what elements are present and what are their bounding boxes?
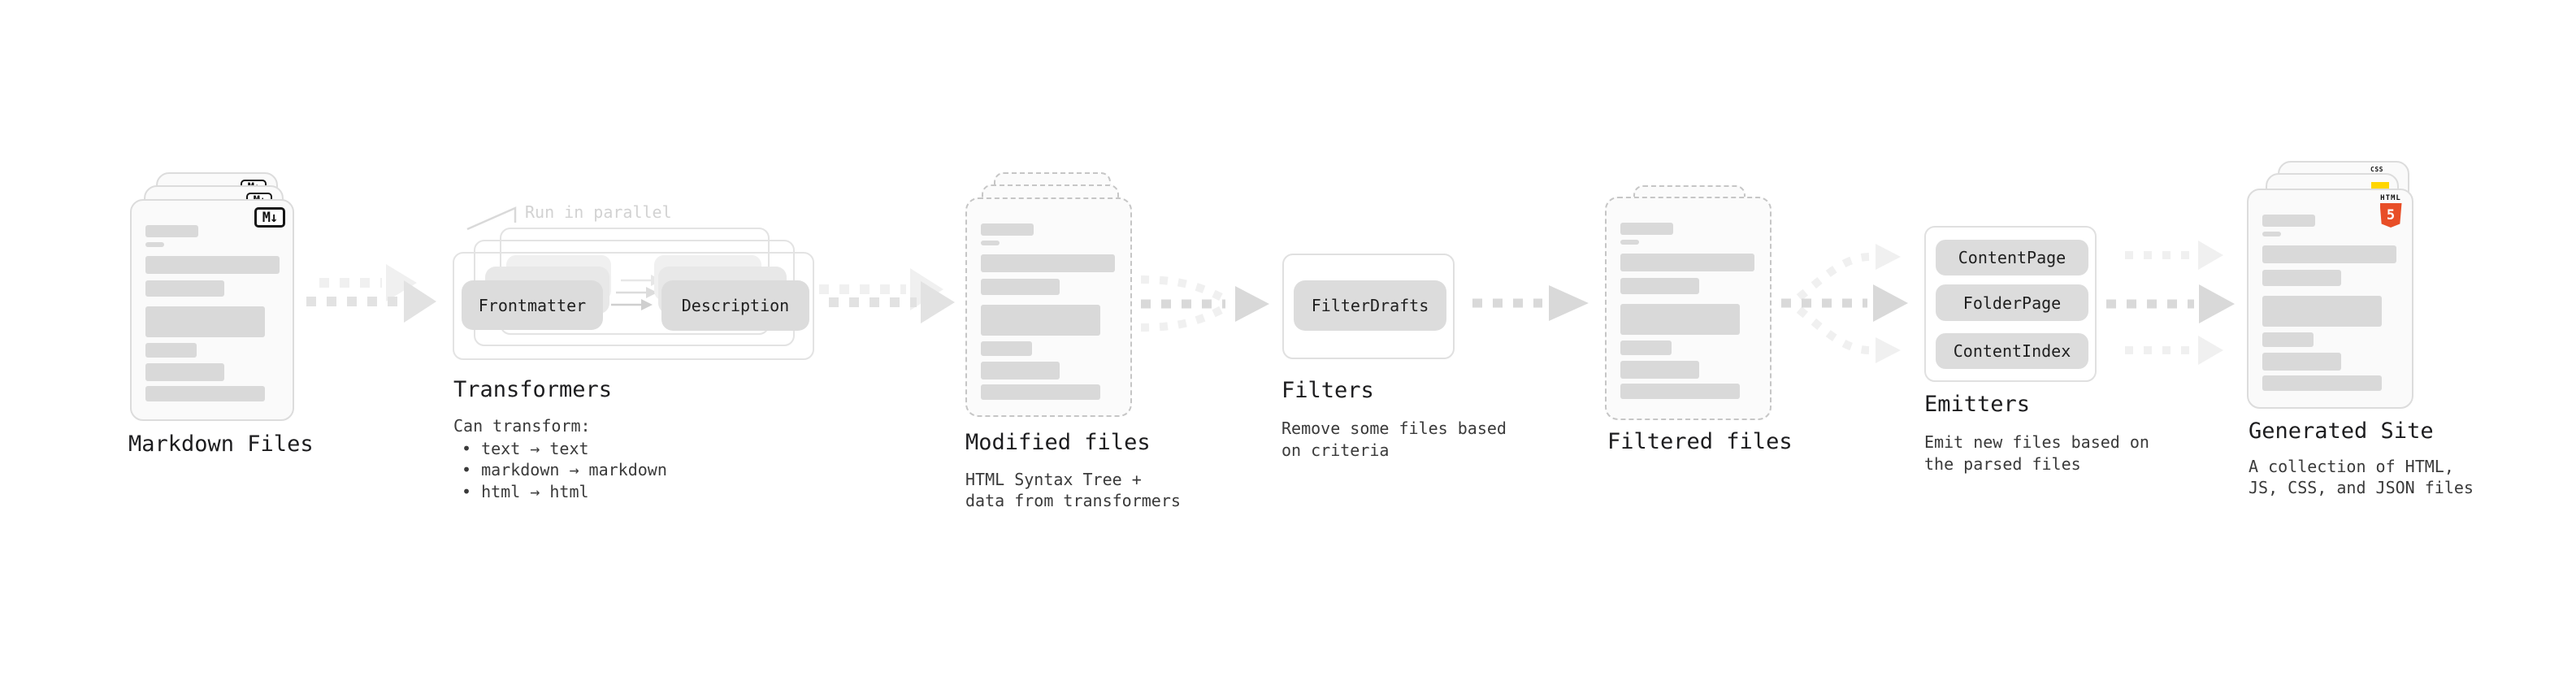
generated-site-desc: JS, CSS, and JSON files bbox=[2249, 478, 2474, 497]
skeleton-bar bbox=[1620, 304, 1740, 335]
skeleton-bar bbox=[145, 242, 164, 247]
skeleton-bar bbox=[981, 279, 1060, 295]
skeleton-bar bbox=[2262, 232, 2281, 236]
transformers-bullet: • text → text bbox=[462, 439, 589, 458]
arrow-markdown-to-transformers bbox=[306, 264, 436, 323]
skeleton-bar bbox=[1620, 240, 1639, 245]
skeleton-bar bbox=[145, 363, 224, 381]
skeleton-bar bbox=[981, 254, 1115, 272]
emitters-desc: the parsed files bbox=[1924, 454, 2081, 474]
generated-site-desc: A collection of HTML, bbox=[2249, 457, 2454, 476]
arrow-filters-to-filtered bbox=[1472, 285, 1589, 321]
skeleton-bar bbox=[145, 306, 265, 337]
folderpage-pill: FolderPage bbox=[1936, 284, 2088, 321]
skeleton-bar bbox=[2262, 215, 2315, 227]
skeleton-bar bbox=[981, 223, 1034, 236]
run-in-parallel-note: Run in parallel bbox=[525, 202, 672, 222]
skeleton-bar bbox=[1620, 254, 1754, 271]
skeleton-bar bbox=[981, 241, 1000, 245]
filterdrafts-pill: FilterDrafts bbox=[1294, 280, 1446, 331]
skeleton-bar bbox=[981, 305, 1100, 336]
filters-title: Filters bbox=[1281, 378, 1374, 403]
arrow-transformers-to-modified bbox=[819, 268, 955, 323]
skeleton-bar bbox=[981, 384, 1100, 400]
skeleton-bar bbox=[981, 362, 1060, 380]
contentpage-pill: ContentPage bbox=[1936, 240, 2088, 275]
skeleton-bar bbox=[2262, 245, 2396, 263]
html5-icon: HTML 5 bbox=[2376, 194, 2405, 228]
html5-shield: 5 bbox=[2379, 203, 2402, 228]
transformers-bullet: • markdown → markdown bbox=[462, 460, 667, 479]
markdown-icon: M↓ bbox=[254, 207, 285, 228]
transformer-box-front bbox=[453, 252, 814, 360]
skeleton-bar bbox=[145, 280, 224, 297]
generated-site-title: Generated Site bbox=[2249, 419, 2434, 444]
transformers-desc-heading: Can transform: bbox=[453, 416, 591, 436]
filtered-files-title: Filtered files bbox=[1607, 429, 1793, 454]
skeleton-bar bbox=[1620, 278, 1699, 294]
document-card: HTML 5 bbox=[2247, 189, 2413, 409]
skeleton-bar bbox=[2262, 270, 2341, 286]
modified-files-title: Modified files bbox=[965, 430, 1151, 455]
skeleton-bar bbox=[145, 225, 198, 237]
html5-word: HTML bbox=[2380, 194, 2401, 202]
document-card: M↓ bbox=[130, 199, 294, 421]
skeleton-bar bbox=[2262, 332, 2314, 347]
modified-files-desc: HTML Syntax Tree + bbox=[965, 470, 1142, 489]
skeleton-bar bbox=[145, 256, 280, 274]
filters-desc: on criteria bbox=[1281, 440, 1390, 460]
filters-panel: FilterDrafts bbox=[1282, 254, 1455, 359]
transformers-bullet: • html → html bbox=[462, 482, 589, 501]
frontmatter-pill: Frontmatter bbox=[462, 280, 603, 330]
skeleton-bar bbox=[1620, 361, 1699, 379]
emitters-title: Emitters bbox=[1924, 392, 2031, 417]
skeleton-bar bbox=[145, 343, 197, 358]
emitters-desc: Emit new files based on bbox=[1924, 432, 2149, 452]
skeleton-bar bbox=[145, 386, 265, 401]
skeleton-bar bbox=[2262, 353, 2341, 371]
skeleton-bar bbox=[1620, 223, 1673, 235]
skeleton-bar bbox=[1620, 384, 1740, 399]
run-in-parallel-leader-line bbox=[466, 206, 517, 231]
arrow-modified-to-filters bbox=[1140, 275, 1269, 332]
transformers-title: Transformers bbox=[453, 377, 613, 402]
emitters-panel: ContentPage FolderPage ContentIndex bbox=[1924, 226, 2097, 382]
description-pill: Description bbox=[661, 280, 809, 331]
document-card bbox=[965, 197, 1132, 417]
arrow-filtered-to-emitters bbox=[1781, 244, 1908, 363]
skeleton-bar bbox=[2262, 375, 2382, 391]
arrow-emitters-to-generated bbox=[2106, 241, 2235, 365]
skeleton-bar bbox=[1620, 340, 1672, 355]
document-card bbox=[1605, 197, 1772, 420]
skeleton-bar bbox=[2262, 296, 2382, 327]
modified-files-desc: data from transformers bbox=[965, 491, 1181, 510]
markdown-files-title: Markdown Files bbox=[128, 432, 314, 457]
contentindex-pill: ContentIndex bbox=[1936, 333, 2088, 369]
skeleton-bar bbox=[981, 341, 1032, 356]
filters-desc: Remove some files based bbox=[1281, 419, 1507, 438]
